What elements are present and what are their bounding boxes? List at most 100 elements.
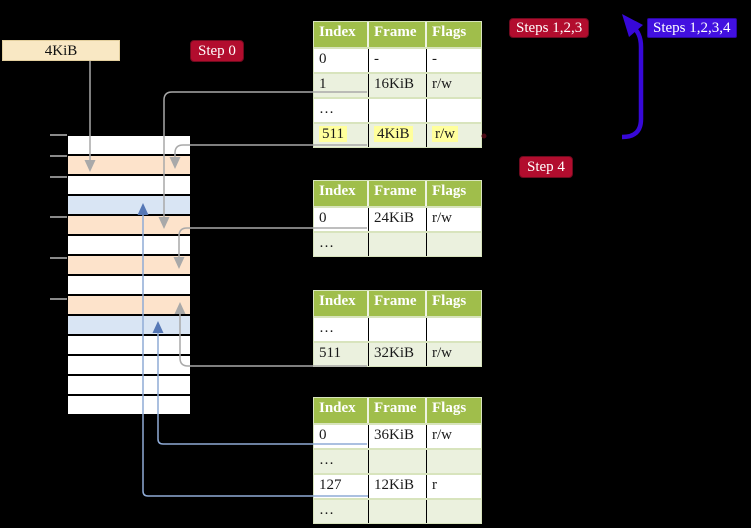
cell: 0 bbox=[314, 49, 369, 72]
table-row-0: 0-- bbox=[314, 47, 481, 72]
cell: 36KiB bbox=[369, 425, 427, 448]
cell: 32KiB bbox=[369, 343, 427, 366]
table-row-…: … bbox=[314, 316, 481, 341]
memory-row-5 bbox=[68, 216, 190, 234]
steps1234-label: Steps 1,2,3,4 bbox=[647, 18, 737, 38]
cell: 511 bbox=[314, 124, 369, 147]
cell: 0 bbox=[314, 208, 369, 231]
arrow-steps123-curve bbox=[621, 24, 644, 140]
cell bbox=[427, 233, 481, 256]
highlighted-value: 511 bbox=[319, 126, 347, 142]
table-row-…: … bbox=[314, 448, 481, 473]
highlighted-value: r/w bbox=[432, 126, 458, 142]
step0-label: Step 0 bbox=[190, 40, 244, 62]
memory-row-12 bbox=[68, 356, 190, 374]
cell: 0 bbox=[314, 425, 369, 448]
memory-row-10 bbox=[68, 316, 190, 334]
cell bbox=[427, 99, 481, 122]
cell bbox=[427, 318, 481, 341]
step4-label: Step 4 bbox=[519, 156, 573, 178]
tick-mark bbox=[50, 216, 67, 218]
tick-mark bbox=[50, 298, 67, 300]
arrowhead-steps123 bbox=[622, 14, 643, 37]
cell: r/w bbox=[432, 345, 452, 361]
header-flags: Flags bbox=[432, 293, 467, 309]
header-frame: Frame bbox=[369, 22, 427, 47]
cell: 12KiB bbox=[369, 475, 427, 498]
memory-row-3 bbox=[68, 176, 190, 194]
cell: 127 bbox=[314, 475, 369, 498]
memory-row-7 bbox=[68, 256, 190, 274]
cell: … bbox=[314, 500, 369, 523]
cell bbox=[369, 99, 427, 122]
memory-row-13 bbox=[68, 376, 190, 394]
header-flags: Flags bbox=[432, 400, 467, 416]
cell: … bbox=[314, 318, 369, 341]
tick-mark bbox=[50, 257, 67, 259]
header-index: Index bbox=[314, 181, 369, 206]
steps123-label: Steps 1,2,3 bbox=[509, 18, 590, 38]
cell: 4KiB bbox=[369, 124, 427, 147]
header-index: Index bbox=[314, 291, 369, 316]
header-flags: Flags bbox=[432, 183, 467, 199]
memory-row-6 bbox=[68, 236, 190, 254]
table-row-511: 511 4KiB r/w bbox=[314, 122, 481, 147]
cell bbox=[369, 500, 427, 523]
cell: r/w bbox=[432, 76, 452, 92]
memory-row-1 bbox=[68, 136, 190, 154]
cell: r/w bbox=[432, 427, 452, 443]
cell: 511 bbox=[314, 343, 369, 366]
memory-row-11 bbox=[68, 336, 190, 354]
table-row-…: … bbox=[314, 498, 481, 523]
cell: r/w bbox=[427, 124, 481, 147]
memory-row-8 bbox=[68, 276, 190, 294]
cell bbox=[369, 318, 427, 341]
cell: - bbox=[432, 51, 437, 67]
table-row-…: … bbox=[314, 97, 481, 122]
cell: … bbox=[314, 233, 369, 256]
table-row-…: … bbox=[314, 231, 481, 256]
memory-row-4 bbox=[68, 196, 190, 214]
cell bbox=[369, 450, 427, 473]
header-flags: Flags bbox=[432, 24, 467, 40]
cell bbox=[427, 450, 481, 473]
memory-row-9 bbox=[68, 296, 190, 314]
cell bbox=[427, 500, 481, 523]
header-index: Index bbox=[314, 398, 369, 423]
header-frame: Frame bbox=[369, 291, 427, 316]
cell: r/w bbox=[432, 210, 452, 226]
cell: … bbox=[314, 99, 369, 122]
header-index: Index bbox=[314, 22, 369, 47]
cell: - bbox=[369, 49, 427, 72]
tick-mark bbox=[50, 176, 67, 178]
cell: 16KiB bbox=[369, 74, 427, 97]
cell bbox=[369, 233, 427, 256]
cell: 1 bbox=[314, 74, 369, 97]
cell: … bbox=[314, 450, 369, 473]
header-frame: Frame bbox=[369, 181, 427, 206]
memory-row-14 bbox=[68, 396, 190, 414]
highlighted-value: 4KiB bbox=[374, 126, 413, 142]
header-frame: Frame bbox=[369, 398, 427, 423]
table1-row511-link-nub bbox=[481, 133, 487, 139]
tick-mark bbox=[50, 134, 67, 136]
tick-mark bbox=[50, 155, 67, 157]
cell: r bbox=[432, 477, 437, 493]
frame-size-label: 4KiB bbox=[2, 40, 120, 61]
memory-stack bbox=[68, 136, 190, 416]
memory-row-2 bbox=[68, 156, 190, 174]
